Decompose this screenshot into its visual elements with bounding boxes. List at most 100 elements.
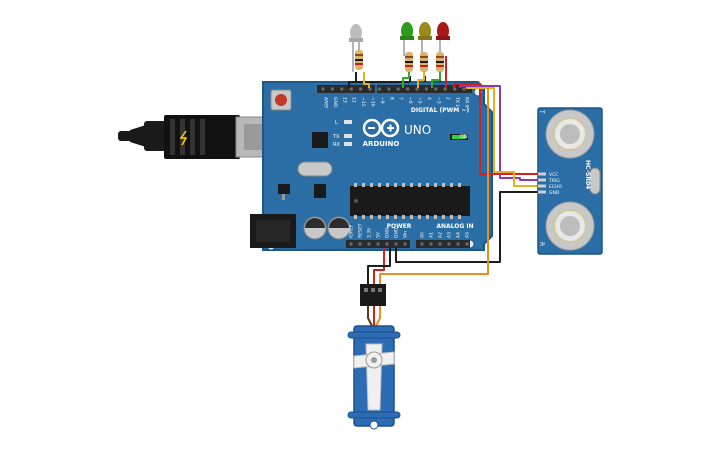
header-pin[interactable] — [349, 242, 353, 246]
header-pin[interactable] — [443, 87, 447, 91]
header-pin[interactable] — [349, 87, 353, 91]
sensor-pin-label: GND — [549, 190, 560, 196]
header-pin[interactable] — [377, 87, 381, 91]
resistor — [436, 52, 444, 72]
led-l-label: L — [335, 120, 338, 126]
digital-header — [317, 85, 472, 93]
header-pin[interactable] — [321, 87, 325, 91]
sensor-pin[interactable] — [538, 190, 546, 194]
on-label: ON — [460, 134, 468, 140]
header-pin[interactable] — [403, 242, 407, 246]
pin-label: TX 1 — [454, 96, 460, 107]
header-pin[interactable] — [465, 242, 469, 246]
pin-label: ~6 — [407, 97, 413, 104]
rx-label: RX — [333, 142, 340, 148]
header-pin[interactable] — [420, 242, 424, 246]
wire-servo-signal — [379, 88, 489, 284]
capacitor — [303, 216, 327, 240]
header-pin[interactable] — [340, 87, 344, 91]
header-pin[interactable] — [434, 87, 438, 91]
pin-label: A0 — [420, 232, 426, 238]
resistor — [355, 50, 363, 70]
sensor-pin[interactable] — [538, 178, 546, 182]
sensor-crystal — [589, 167, 601, 195]
header-pin[interactable] — [438, 242, 442, 246]
usb-logo-icon — [179, 130, 188, 146]
pin-label: 8 — [388, 97, 394, 100]
header-pin[interactable] — [385, 242, 389, 246]
header-pin[interactable] — [359, 87, 363, 91]
on-led — [452, 135, 466, 139]
pin-label: 7 — [398, 97, 404, 100]
led-green — [400, 22, 414, 56]
header-pin[interactable] — [447, 242, 451, 246]
analog-label: ANALOG IN — [436, 223, 473, 230]
pin-label: IOREF — [349, 224, 355, 238]
tx-label: TX — [332, 134, 340, 140]
led-yellow — [418, 22, 432, 56]
wire-sensor-gnd — [395, 191, 540, 263]
header-pin[interactable] — [330, 87, 334, 91]
pin-label: A2 — [438, 232, 444, 238]
usb-chip — [312, 132, 328, 148]
microcontroller-chip — [350, 183, 470, 219]
header-pin[interactable] — [462, 87, 466, 91]
brand-label: ARDUINO — [363, 140, 400, 148]
header-pin[interactable] — [368, 87, 372, 91]
wire-servo-power — [373, 248, 385, 284]
header-pin[interactable] — [394, 242, 398, 246]
sensor-pin[interactable] — [538, 184, 546, 188]
digital-label: DIGITAL (PWM ~) — [411, 107, 469, 114]
pin-label: ~9 — [379, 97, 385, 104]
header-pin[interactable] — [456, 242, 460, 246]
wires — [348, 56, 540, 327]
pin-label: Vin — [403, 231, 409, 238]
servo-motor — [347, 284, 401, 430]
pin-label: GND — [332, 97, 338, 108]
sensor-transducer — [545, 109, 595, 159]
sensor-pin-label: VCC — [549, 172, 558, 178]
led-white — [349, 24, 363, 72]
wire-led-white — [363, 72, 370, 88]
header-pin[interactable] — [387, 87, 391, 91]
pin-label: 13 — [341, 97, 347, 103]
resistor — [420, 52, 428, 72]
pin-label: ~11 — [360, 97, 366, 107]
pin-label: A5 — [465, 232, 471, 238]
header-pin[interactable] — [429, 242, 433, 246]
led-tx — [344, 134, 352, 138]
pin-label: 4 — [426, 97, 432, 100]
power-label: POWER — [387, 223, 412, 230]
led-rx — [344, 142, 352, 146]
header-pin[interactable] — [367, 242, 371, 246]
servo-horn[interactable] — [353, 343, 395, 411]
sensor-pin-label: ECHO — [549, 184, 562, 190]
led-red — [436, 22, 450, 56]
model-label: UNO — [404, 123, 431, 137]
pin-label: A1 — [429, 232, 435, 238]
header-pin[interactable] — [424, 87, 428, 91]
header-pin[interactable] — [406, 87, 410, 91]
pin-label: GND — [385, 227, 391, 238]
reset-button[interactable] — [270, 89, 292, 111]
pin-label: 3.3V — [367, 227, 373, 238]
header-pin[interactable] — [376, 242, 380, 246]
pin-label: A4 — [456, 232, 462, 238]
sensor-right-mark: R — [538, 242, 545, 246]
crystal — [297, 161, 333, 177]
header-pin[interactable] — [415, 87, 419, 91]
sensor-pin[interactable] — [538, 172, 546, 176]
resistor — [405, 52, 413, 72]
analog-header — [416, 240, 470, 248]
header-pin[interactable] — [453, 87, 457, 91]
header-pin[interactable] — [358, 242, 362, 246]
sensor-model-label: HC-SR04 — [584, 160, 591, 189]
header-pin[interactable] — [396, 87, 400, 91]
